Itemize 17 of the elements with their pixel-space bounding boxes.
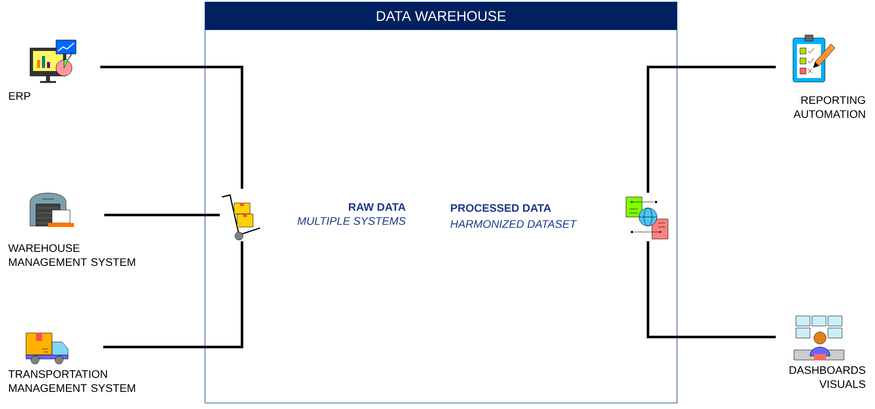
data-stage-label: PROCESSED DATA (450, 204, 551, 212)
data-stage-label: MULTIPLE SYSTEMS (298, 217, 406, 225)
system-label: TRANSPORTATION MANAGEMENT SYSTEM (8, 370, 136, 392)
system-label: REPORTING AUTOMATION (794, 96, 865, 118)
data-stage-label: HARMONIZED DATASET (450, 220, 577, 228)
panel-title: DATA WAREHOUSE (376, 11, 506, 21)
data-exchange-icon (626, 196, 668, 240)
hand-truck-icon (222, 194, 260, 240)
system-label: ERP (9, 92, 30, 100)
system-label: DASHBOARDS VISUALS (790, 366, 866, 388)
connector-line (104, 214, 220, 216)
data-stage-label: RAW DATA (348, 203, 406, 211)
connector-line (100, 66, 244, 189)
connector-line (646, 66, 776, 193)
connector-line (103, 241, 244, 348)
system-label: WAREHOUSE MANAGEMENT SYSTEM (8, 244, 136, 266)
connector-line (646, 241, 776, 338)
